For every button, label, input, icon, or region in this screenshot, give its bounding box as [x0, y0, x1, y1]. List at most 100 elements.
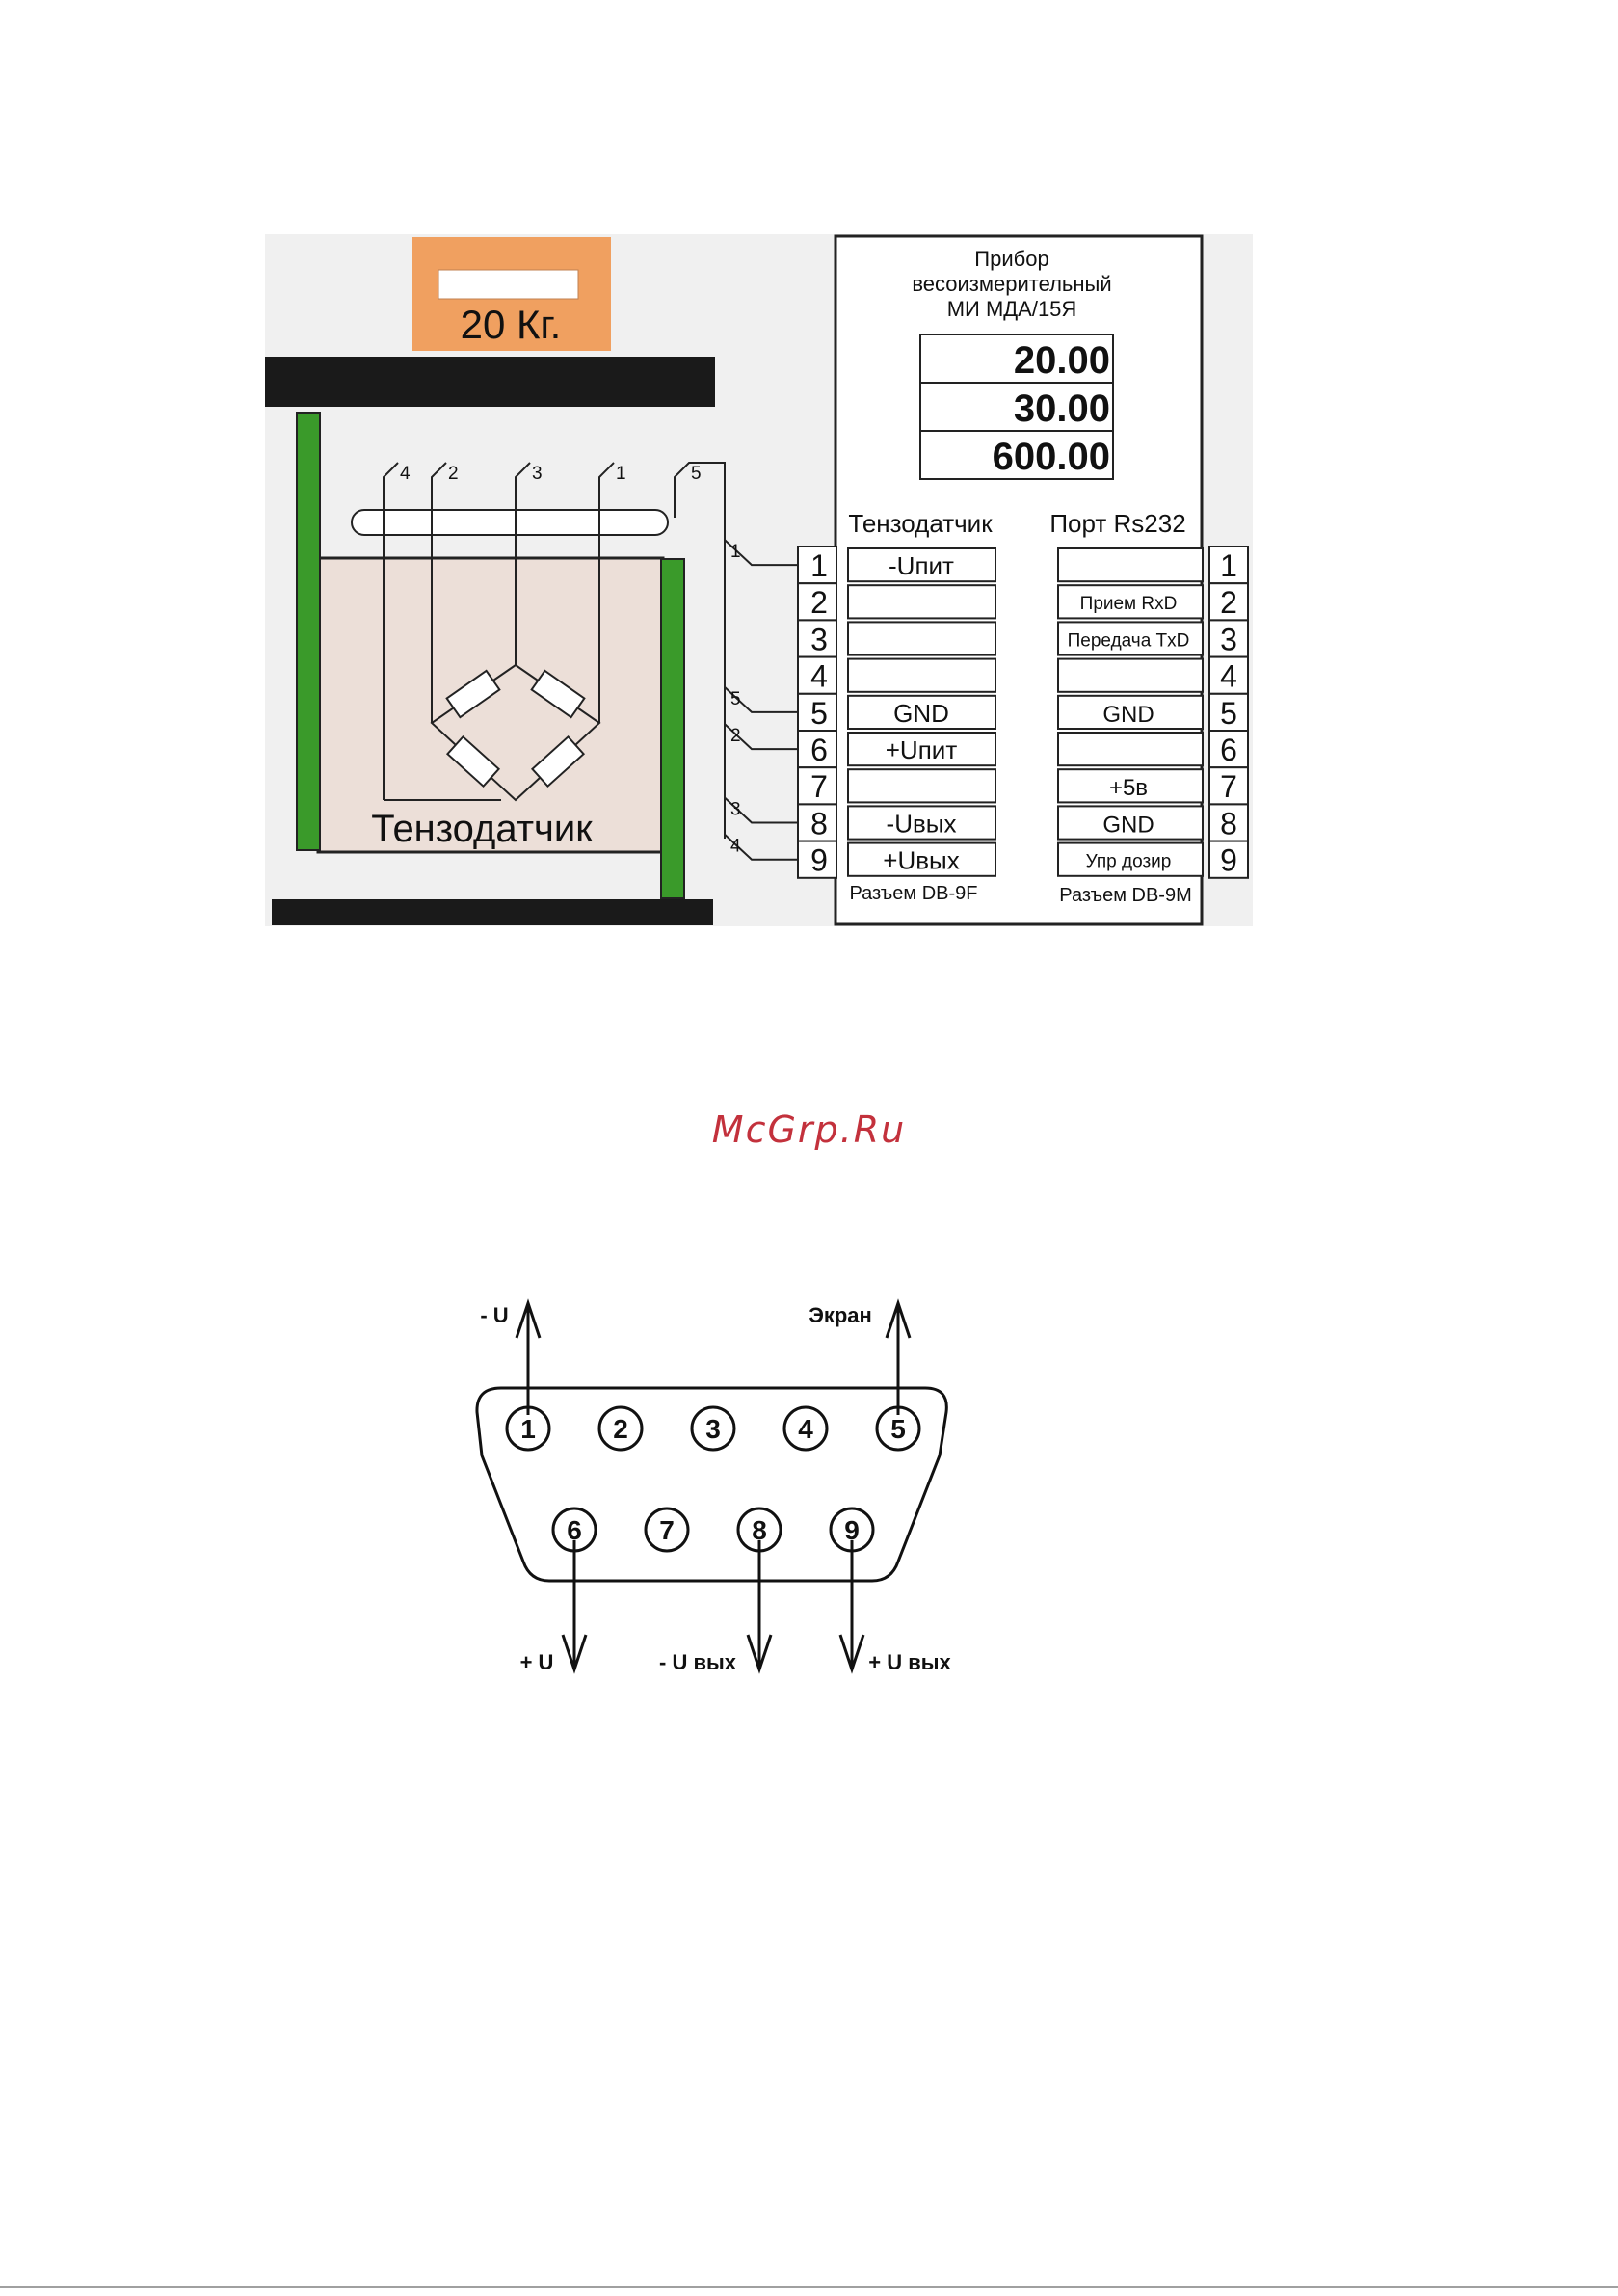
left-pin-number: 3 — [810, 622, 828, 656]
device-display: 20.00 30.00 600.00 — [919, 334, 1114, 480]
pin-number: 5 — [890, 1414, 906, 1444]
connector-pins: 1 2 3 4 5 6 7 8 9 — [505, 1405, 921, 1553]
right-pin-label: +5в — [1109, 775, 1148, 801]
pin-number: 6 — [567, 1515, 582, 1545]
right-pin-label: Упр дозир — [1086, 852, 1172, 872]
right-pin-label: Прием RxD — [1080, 594, 1178, 614]
left-pin-number: 7 — [810, 769, 828, 804]
pin-number: 7 — [659, 1515, 675, 1545]
label-minus-uout: - U вых — [659, 1650, 737, 1674]
connector-wire: 1 — [724, 539, 798, 567]
right-pin-label: GND — [1102, 702, 1154, 728]
right-pin-number: 1 — [1220, 548, 1237, 583]
right-pin-row: 3 Передача TxD — [1057, 619, 1249, 658]
left-pin-row: 4 — [797, 655, 996, 695]
left-pin-row: 9+Uвых — [797, 840, 996, 879]
right-pin-number: 6 — [1220, 733, 1237, 767]
top-rail — [265, 357, 715, 407]
sensor-label: Тензодатчик — [371, 808, 593, 850]
right-pin-row: 8 GND — [1057, 803, 1249, 842]
label-minus-u: - U — [480, 1303, 508, 1327]
svg-text:2: 2 — [448, 464, 459, 484]
connector-right-header: Порт Rs232 — [1049, 509, 1185, 538]
right-pin-number: 5 — [1220, 696, 1237, 731]
connector-wire-number: 5 — [730, 689, 741, 709]
pin-number: 8 — [752, 1515, 767, 1545]
pin-number: 2 — [613, 1414, 628, 1444]
pin-number: 9 — [844, 1515, 860, 1545]
connector-wire-number: 4 — [730, 837, 741, 857]
right-pin-row: 6 — [1057, 730, 1249, 769]
pin-circle: 8 — [736, 1507, 782, 1553]
svg-text:4: 4 — [400, 464, 411, 484]
left-pin-number: 4 — [810, 659, 828, 694]
connector-wire: 2 — [724, 723, 798, 751]
left-pin-number: 2 — [810, 585, 828, 620]
left-pin-number: 1 — [810, 548, 828, 583]
right-pin-label: GND — [1102, 812, 1154, 838]
connector-wire-number: 2 — [730, 726, 741, 746]
reading-1: 20.00 — [1014, 339, 1110, 382]
right-pin-row: 7 +5в — [1057, 766, 1249, 806]
connector-wire: 4 — [724, 833, 798, 861]
right-pin-number: 8 — [1220, 806, 1237, 841]
connector-wire-number: 1 — [730, 542, 741, 562]
left-pin-number: 9 — [810, 843, 828, 878]
pin-circle: 4 — [782, 1405, 829, 1452]
pin-circle: 7 — [644, 1507, 690, 1553]
left-pin-label: GND — [893, 699, 949, 728]
right-pin-number: 7 — [1220, 769, 1237, 804]
right-pin-row: 9 Упр дозир — [1057, 840, 1249, 879]
svg-text:5: 5 — [691, 464, 702, 484]
left-post — [296, 412, 321, 851]
pin-circle: 3 — [690, 1405, 736, 1452]
pin-circle: 9 — [829, 1507, 875, 1553]
pin-arrows — [515, 1298, 912, 1674]
left-pin-label: +Uпит — [886, 735, 958, 764]
watermark: McGrp.Ru — [711, 1108, 907, 1151]
connector-wire: 3 — [724, 796, 798, 824]
connector-wire: 5 — [724, 686, 798, 713]
right-pin-number: 9 — [1220, 843, 1237, 878]
left-pin-number: 5 — [810, 696, 828, 731]
label-screen: Экран — [809, 1303, 872, 1327]
left-pin-row: 2 — [797, 582, 996, 622]
connector-wire-number: 3 — [730, 800, 741, 820]
reading-2: 30.00 — [1014, 387, 1110, 430]
left-pin-number: 6 — [810, 733, 828, 767]
left-pin-number: 8 — [810, 806, 828, 841]
weight-label: 20 Кг. — [461, 302, 562, 347]
right-pin-label: Передача TxD — [1068, 630, 1190, 651]
svg-text:1: 1 — [616, 464, 626, 484]
connector-wires: 1 5 2 3 4 — [724, 539, 798, 861]
left-pin-row: 7 — [797, 766, 996, 806]
wiring-diagram: 20 Кг. Тензодатчик 4 2 3 1 5 Прибор весо… — [265, 234, 1253, 926]
device-title-line3: МИ МДА/15Я — [947, 297, 1077, 321]
left-pin-row: 3 — [797, 619, 996, 658]
right-post — [660, 558, 685, 899]
connector-left-header: Тензодатчик — [848, 509, 993, 538]
footer-rule — [0, 2286, 1618, 2288]
right-pin-number: 4 — [1220, 659, 1237, 694]
device-title-line1: Прибор — [974, 247, 1048, 271]
pin-circle: 2 — [597, 1405, 644, 1452]
right-pin-row: 2 Прием RxD — [1057, 582, 1249, 622]
weight-slot — [438, 269, 579, 300]
left-pin-label: -Uпит — [889, 551, 954, 580]
pin-number: 1 — [520, 1414, 536, 1444]
right-pin-number: 2 — [1220, 585, 1237, 620]
cable-wire-numbers: 4 2 3 1 5 — [400, 464, 702, 484]
reading-3: 600.00 — [993, 436, 1110, 478]
pin-labels: - U Экран + U - U вых + U вых — [480, 1303, 951, 1674]
cable-wires — [383, 462, 726, 839]
left-pin-row: 6 +Uпит — [797, 730, 996, 769]
bottom-rail — [272, 899, 713, 925]
pin-number: 3 — [705, 1414, 721, 1444]
connector-right-footer: Разъем DB-9M — [1059, 885, 1191, 906]
right-pin-number: 3 — [1220, 622, 1237, 656]
connector-left-footer: Разъем DB-9F — [849, 883, 977, 904]
device-title-line2: весоизмерительный — [912, 272, 1111, 296]
label-plus-u: + U — [520, 1650, 554, 1674]
